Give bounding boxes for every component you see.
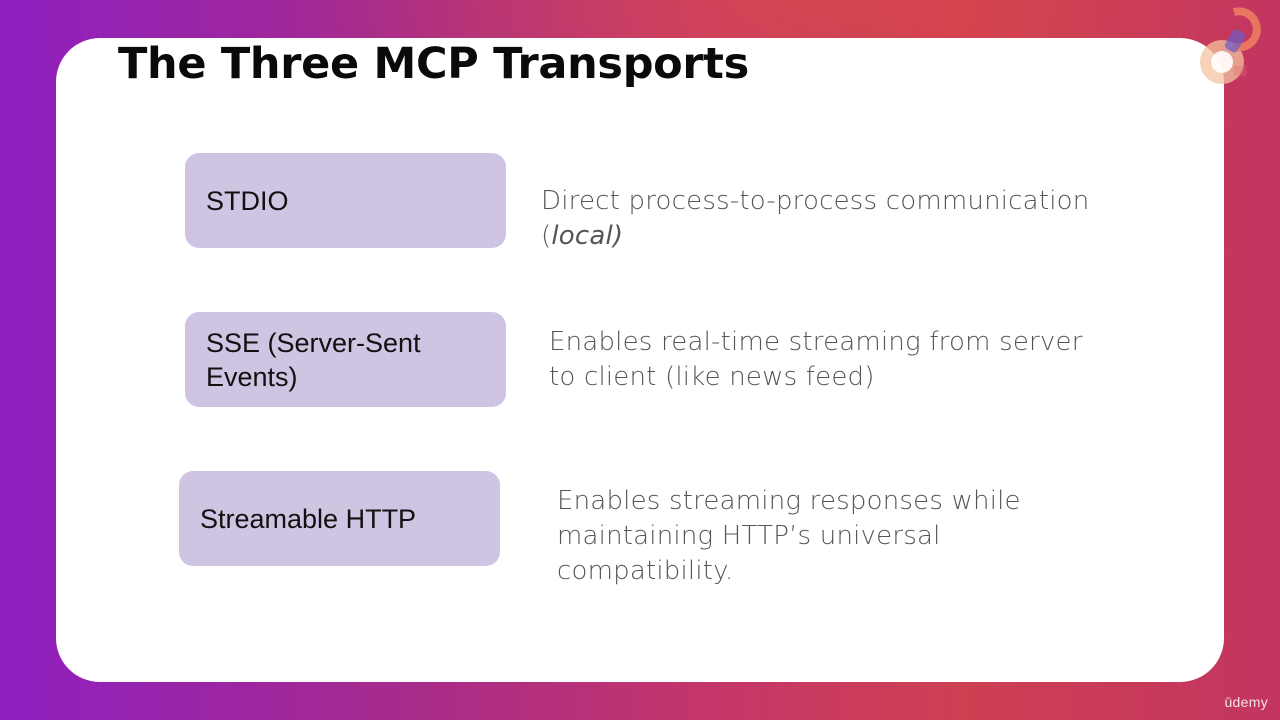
transport-sse-label-line1: SSE (Server-Sent <box>206 327 421 358</box>
transport-stdio-description-open: ( <box>541 221 552 251</box>
transport-http-label: Streamable HTTP <box>200 503 417 534</box>
transport-http-description: Enables streaming responses while mainta… <box>557 484 1021 589</box>
transport-sse-description: Enables real-time streaming from server … <box>549 325 1083 395</box>
udemy-watermark: ūdemy <box>1224 694 1268 710</box>
transport-http-description-line2: maintaining HTTP’s universal <box>557 521 941 551</box>
transport-sse-label: SSE (Server-Sent Events) <box>206 326 421 394</box>
transport-sse-description-line2: to client (like news feed) <box>549 362 875 392</box>
transport-sse-label-line2: Events) <box>206 361 298 392</box>
transport-sse-description-line1: Enables real-time streaming from server <box>549 327 1083 357</box>
transport-http-description-line3: compatibility. <box>557 556 734 586</box>
transport-stdio-description-main: Direct process-to-process communication <box>541 186 1090 216</box>
transport-stdio-description: Direct process-to-process communication … <box>541 184 1089 254</box>
presenter-logo-icon <box>1200 7 1261 84</box>
transport-http-description-line1: Enables streaming responses while <box>557 486 1021 516</box>
transport-stdio-box: STDIO <box>185 153 506 248</box>
slide-title: The Three MCP Transports <box>118 39 749 89</box>
transport-sse-box: SSE (Server-Sent Events) <box>185 312 506 407</box>
transport-stdio-description-italic: local) <box>551 221 624 251</box>
transport-stdio-label: STDIO <box>206 185 289 216</box>
transport-http-box: Streamable HTTP <box>179 471 500 566</box>
